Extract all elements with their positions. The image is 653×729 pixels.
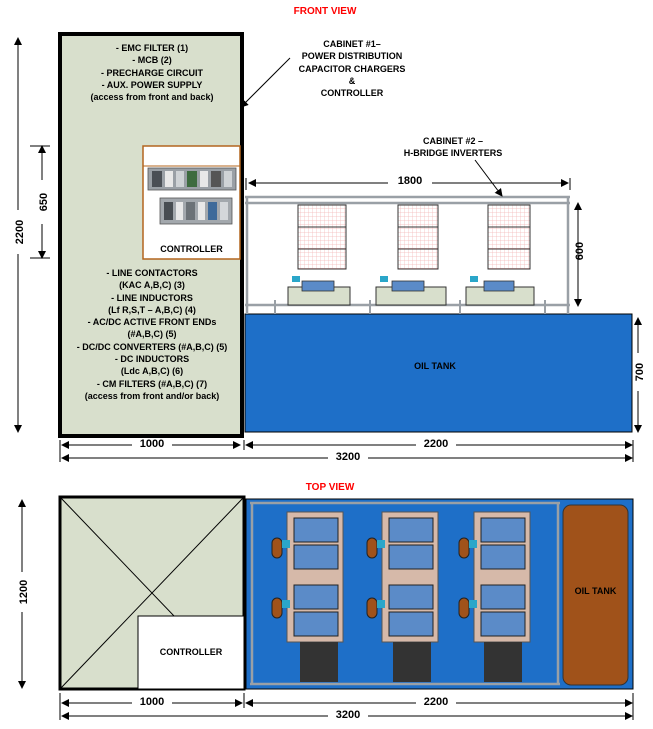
callout-line: H-BRIDGE INVERTERS: [403, 148, 503, 159]
dim-tank-width: 2200: [416, 438, 456, 450]
top-controller-label: CONTROLLER: [159, 647, 223, 657]
top-module-a: [271, 511, 344, 682]
list-item: - CM FILTERS (#A,B,C) (7): [96, 378, 208, 389]
top-module-b: [366, 511, 439, 682]
controller-box-top: [137, 615, 245, 690]
top-module-c: [458, 511, 531, 682]
dim-cab1-width: 1000: [132, 438, 172, 450]
dim-top-tank-width: 2200: [416, 696, 456, 708]
top-view-title: TOP VIEW: [305, 482, 355, 493]
dim-tank-height: 700: [634, 353, 646, 391]
oil-tank-front: [244, 313, 633, 433]
callout-line: CONTROLLER: [320, 88, 384, 99]
cabinet2-callout: CABINET #2 – H-BRIDGE INVERTERS: [388, 135, 518, 160]
callout-line: &: [348, 75, 356, 86]
list-item: (Ldc A,B,C) (6): [120, 366, 184, 377]
cabinet1-callout-arrow: [240, 57, 291, 108]
cabinet1-bottom-list: - LINE CONTACTORS (KAC A,B,C) (3) - LINE…: [62, 267, 242, 402]
inverter-stack-c: [465, 204, 535, 306]
cabinet1-callout: CABINET #1– POWER DISTRIBUTION CAPACITOR…: [282, 38, 422, 99]
cabinet2-callout-arrow: [474, 159, 503, 197]
callout-line: CABINET #2 –: [422, 136, 484, 146]
top-oil-tank-label: OIL TANK: [574, 586, 617, 596]
dim-top-total-width: 3200: [328, 709, 368, 721]
cabinet1-top-list: - EMC FILTER (1) - MCB (2) - PRECHARGE C…: [64, 42, 240, 103]
list-item: - DC/DC CONVERTERS (#A,B,C) (5): [76, 341, 228, 352]
list-item: - DC INDUCTORS: [114, 354, 190, 365]
oil-reservoir-top: [562, 504, 629, 686]
list-item: - LINE INDUCTORS: [111, 292, 193, 303]
callout-line: CAPACITOR CHARGERS: [298, 63, 406, 74]
inverter-stack-a: [287, 204, 351, 306]
dim-frame-width: 1800: [388, 175, 432, 187]
dim-top-depth: 1200: [18, 572, 30, 612]
list-item: (access from front and back): [90, 92, 214, 103]
list-item: - LINE CONTACTORS: [106, 268, 198, 278]
dim-height-total: 2200: [14, 210, 26, 254]
oil-tank-label: OIL TANK: [414, 361, 456, 371]
list-item: (Lf R,S,T – A,B,C) (4): [108, 304, 196, 315]
front-view-title: FRONT VIEW: [293, 6, 357, 17]
controller-label: CONTROLLER: [160, 244, 223, 254]
list-item: (KAC A,B,C) (3): [119, 280, 185, 291]
list-item: - AUX. POWER SUPPLY: [101, 79, 203, 90]
dim-controller-height: 650: [38, 180, 50, 224]
dim-total-width: 3200: [328, 451, 368, 463]
list-item: (#A,B,C) (5): [127, 329, 177, 340]
list-item: - AC/DC ACTIVE FRONT ENDs: [87, 317, 217, 328]
list-item: - EMC FILTER (1): [115, 43, 189, 53]
list-item: - PRECHARGE CIRCUIT: [100, 67, 203, 78]
list-item: - MCB (2): [132, 55, 172, 66]
inverter-stack-b: [375, 204, 447, 306]
dim-top-cab1-width: 1000: [132, 696, 172, 708]
list-item: (access from front and/or back): [84, 390, 220, 401]
callout-line: POWER DISTRIBUTION: [301, 51, 403, 62]
controller-device-image: [147, 167, 237, 225]
dim-inverter-height: 600: [574, 241, 586, 261]
callout-line: CABINET #1–: [323, 39, 381, 49]
